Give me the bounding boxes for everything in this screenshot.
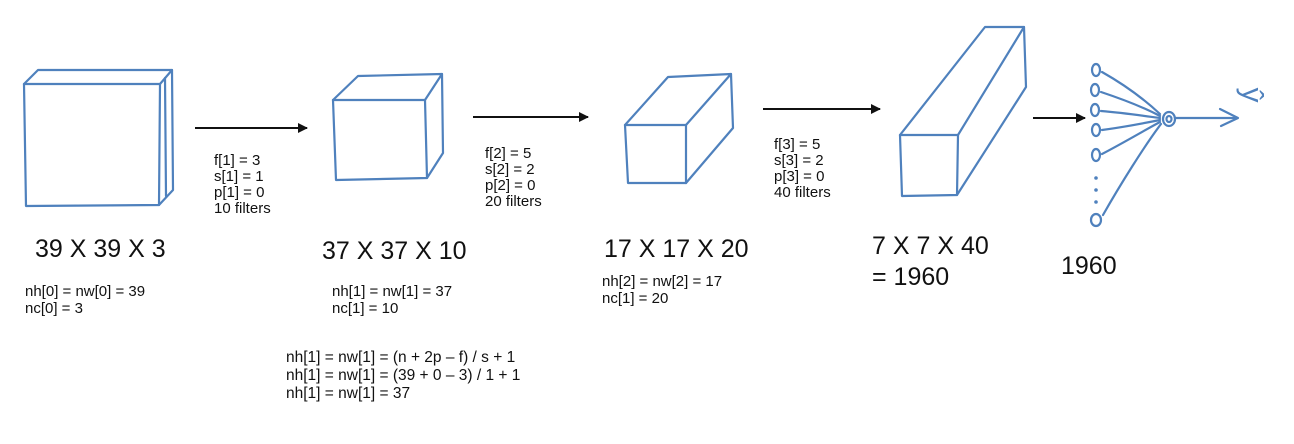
volume-2-note-1: nh[2] = nw[2] = 17 (602, 273, 723, 290)
volume-1-label: 37 X 37 X 10 (322, 237, 467, 265)
layer-3-param: p[3] = 0 (774, 168, 825, 185)
layer-3-params: f[3] = 5 s[3] = 2 p[3] = 0 40 filters (774, 137, 831, 201)
volume-0-box (22, 68, 175, 208)
volume-0-note-2: nc[0] = 3 (25, 300, 83, 317)
flattened-units (1089, 62, 1103, 228)
layer-3-param: 40 filters (774, 184, 831, 201)
formula-line: nh[1] = nw[1] = 37 (286, 385, 411, 402)
layer-1-param: s[1] = 1 (214, 168, 264, 185)
layer-1-param: 10 filters (214, 200, 271, 217)
layer-2-param: s[2] = 2 (485, 161, 535, 178)
fan-in-lines (1099, 70, 1163, 217)
volume-2-box (623, 72, 735, 185)
y-hat-label: ŷ (1235, 87, 1269, 103)
layer-1-param: f[1] = 3 (214, 152, 261, 169)
volume-3-box (898, 25, 1028, 198)
layer-1-param: p[1] = 0 (214, 184, 265, 201)
volume-0-note-1: nh[0] = nw[0] = 39 (25, 283, 146, 300)
volume-2-note-2: nc[1] = 20 (602, 290, 669, 307)
volume-1-note-2: nc[1] = 10 (332, 300, 399, 317)
layer-3-param: s[3] = 2 (774, 152, 824, 169)
formula-line: nh[1] = nw[1] = (39 + 0 – 3) / 1 + 1 (286, 367, 521, 384)
output-size-formula: nh[1] = nw[1] = (n + 2p – f) / s + 1 nh[… (286, 349, 520, 403)
volume-3-label: 7 X 7 X 40 (872, 232, 989, 260)
layer-2-param: 20 filters (485, 193, 542, 210)
layer-2-param: f[2] = 5 (485, 145, 532, 162)
layer-2-params: f[2] = 5 s[2] = 2 p[2] = 0 20 filters (485, 146, 542, 210)
volume-1-box (331, 72, 445, 182)
formula-line: nh[1] = nw[1] = (n + 2p – f) / s + 1 (286, 349, 516, 366)
volume-3-total: = 1960 (872, 263, 950, 291)
flattened-label: 1960 (1061, 252, 1117, 280)
output-unit (1161, 107, 1240, 128)
layer-1-params: f[1] = 3 s[1] = 1 p[1] = 0 10 filters (214, 153, 271, 217)
volume-0-label: 39 X 39 X 3 (35, 235, 166, 263)
volume-1-note-1: nh[1] = nw[1] = 37 (332, 283, 453, 300)
volume-2-label: 17 X 17 X 20 (604, 235, 749, 263)
layer-3-param: f[3] = 5 (774, 136, 821, 153)
layer-2-param: p[2] = 0 (485, 177, 536, 194)
